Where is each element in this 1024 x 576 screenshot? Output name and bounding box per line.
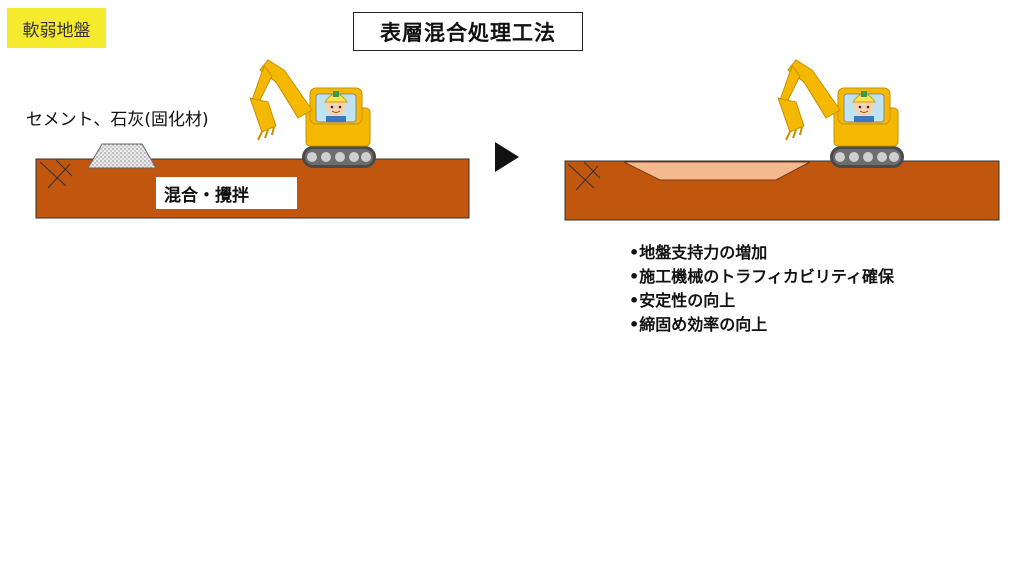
cement-pile — [87, 143, 157, 169]
list-item: •締固め効率の向上 — [629, 315, 768, 334]
hatch-mark-icon — [567, 161, 601, 191]
page-title: 表層混合処理工法 — [353, 12, 583, 51]
treated-layer — [623, 161, 811, 181]
excavator-icon — [777, 59, 905, 169]
benefits-list: •地盤支持力の増加 •施工機械のトラフィカビリティ確保 •安定性の向上 •締固め… — [629, 241, 894, 337]
soft-ground-tag: 軟弱地盤 — [7, 8, 106, 48]
arrow-right-icon — [495, 142, 519, 172]
list-item: •安定性の向上 — [629, 291, 736, 310]
list-item: •地盤支持力の増加 — [629, 243, 768, 262]
hatch-mark-icon — [39, 159, 73, 189]
excavator-icon — [249, 59, 377, 169]
mix-label: 混合・攪拌 — [156, 177, 297, 209]
list-item: •施工機械のトラフィカビリティ確保 — [629, 267, 894, 286]
material-label: セメント、石灰(固化材) — [26, 110, 209, 130]
